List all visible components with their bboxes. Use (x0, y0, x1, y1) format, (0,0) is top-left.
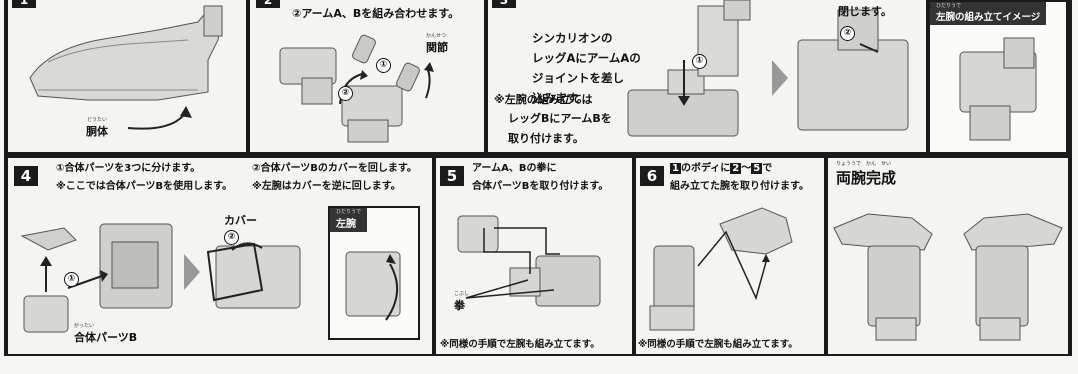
step-3-note: ※左腕の組み立ては レッグBにアームBを 取り付けます。 (494, 90, 612, 148)
step-4-next-arrow (184, 254, 200, 290)
step-1-number: 1 (12, 0, 36, 8)
left-arm-image-ruby: ひだりうで (936, 3, 962, 9)
step-5-number: 5 (440, 166, 464, 186)
body-label: どうたい 胴体 (86, 118, 108, 139)
left-arm-image-tag: ひだりうで 左腕の組み立てイメージ (930, 2, 1047, 25)
left-arm-image-label: 左腕の組み立てイメージ (936, 12, 1041, 23)
arm-assembly-illustration (279, 34, 434, 143)
left-arm-cover-tag: ひだりうで 左腕 (330, 208, 368, 232)
combine-parts-illustration (20, 223, 301, 333)
step-3-line-2: レッグAにアームAの (532, 51, 641, 66)
step-3-marker-2: ② (840, 26, 855, 41)
step-6-note: ※同様の手順で左腕も組み立てます。 (638, 339, 798, 350)
left-arm-cover-box: ひだりうで 左腕 (328, 206, 420, 340)
step-6-line-2: 組み立てた腕を取り付けます。 (670, 181, 809, 192)
body-label-text: 胴体 (86, 125, 108, 138)
left-arm-image-box: ひだりうで 左腕の組み立てイメージ (928, 0, 1068, 154)
joint-ruby: かんせつ (426, 33, 447, 39)
part-b-ruby: がったい (74, 323, 95, 329)
step-3-note-line-2: レッグBにアームBを (508, 112, 612, 126)
step-2-number: 2 (256, 0, 280, 8)
step-2-marker-2: ② (338, 86, 353, 101)
final-title-ruby: りょううで かん せい (836, 161, 892, 167)
left-arm-cover-text: 左腕 (336, 219, 356, 230)
step-4-line-1a: ①合体パーツを3つに分けます。 (56, 163, 201, 174)
step-4-line-1b: ②合体パーツBのカバーを回します。 (252, 163, 417, 174)
step-3-marker-1: ① (692, 54, 707, 69)
step-6-text-3: で (762, 163, 773, 174)
step-4-line-2b: ※左腕はカバーを逆に回します。 (252, 181, 401, 192)
step-2-panel: 2 ②アームA、Bを組み合わせます。 ① ② かんせつ 関節 (250, 0, 484, 152)
fist-label: こぶし 拳 (454, 292, 469, 313)
step-6-ref-2: 2 (730, 163, 742, 174)
step-4-panel: 4 ①合体パーツを3つに分けます。 ②合体パーツBのカバーを回します。 ※ここで… (8, 158, 432, 354)
step-3-number: 3 (492, 0, 516, 8)
step-3-note-line-3: 取り付けます。 (508, 131, 584, 145)
step-4-number: 4 (14, 166, 38, 186)
joint-label-text: 関節 (426, 41, 448, 54)
step-4-line-2a: ※ここでは合体パーツBを使用します。 (56, 181, 233, 192)
step-3-line-1: シンカリオンの (532, 31, 613, 45)
final-title-block: りょううで かん せい 両腕完成 (836, 162, 896, 188)
step-4-marker-2: ② (224, 230, 239, 245)
step-3-next-arrow (772, 60, 788, 96)
step-6-ref-1: 1 (670, 163, 681, 174)
leg-arm-joint-illustration (627, 0, 909, 137)
left-arm-image-illustration (959, 37, 1037, 141)
joint-label: かんせつ 関節 (426, 34, 448, 55)
step-2-instruction: ②アームA、Bを組み合わせます。 (292, 7, 460, 20)
step-6-text-2: 〜 (741, 163, 752, 174)
step-5-panel: 5 アームA、Bの拳に 合体パーツBを取り付けます。 こぶし 拳 ※同様の手順で… (436, 158, 632, 354)
fist-attach-illustration (457, 215, 601, 307)
part-b-label: がったい 合体パーツB (74, 324, 137, 345)
step-6-number: 6 (640, 166, 664, 186)
final-title: 両腕完成 (836, 169, 897, 187)
cover-label: カバー (224, 214, 257, 227)
arm-to-body-illustration (649, 207, 793, 331)
step-6-ref-5: 5 (751, 163, 763, 174)
completed-arms-illustration (833, 213, 1063, 341)
step-6-text-1: のボディに (680, 163, 731, 174)
step-2-marker-1: ① (376, 58, 391, 73)
step-5-line-2: 合体パーツBを取り付けます。 (472, 181, 609, 192)
step-4-marker-1: ① (64, 272, 79, 287)
body-ruby: どうたい (86, 117, 107, 123)
final-panel: りょううで かん せい 両腕完成 (828, 158, 1068, 354)
fist-label-text: 拳 (454, 299, 465, 312)
step-3-note-line-1: ※左腕の組み立ては (494, 93, 593, 106)
step-1-panel: 1 どうたい 胴体 (8, 0, 246, 152)
left-arm-cover-ruby: ひだりうで (336, 209, 362, 215)
step-5-line-1: アームA、Bの拳に (472, 163, 557, 174)
step-3-instructions: シンカリオンの レッグAにアームAの ジョイントを差し 込みます。 (532, 28, 641, 109)
step-5-note: ※同様の手順で左腕も組み立てます。 (440, 339, 600, 350)
left-arm-cover-illustration (345, 251, 401, 321)
fist-ruby: こぶし (454, 291, 470, 297)
close-instruction: 閉じます。 (838, 5, 892, 18)
part-b-label-text: 合体パーツB (74, 331, 138, 344)
step-3-panel: 3 シンカリオンの レッグAにアームAの ジョイントを差し 込みます。 ※左腕の… (488, 0, 926, 152)
body-part-illustration (29, 5, 223, 130)
step-3-line-3: ジョイントを差し (532, 71, 624, 86)
step-3-line-4: 込みます。 (532, 91, 589, 106)
